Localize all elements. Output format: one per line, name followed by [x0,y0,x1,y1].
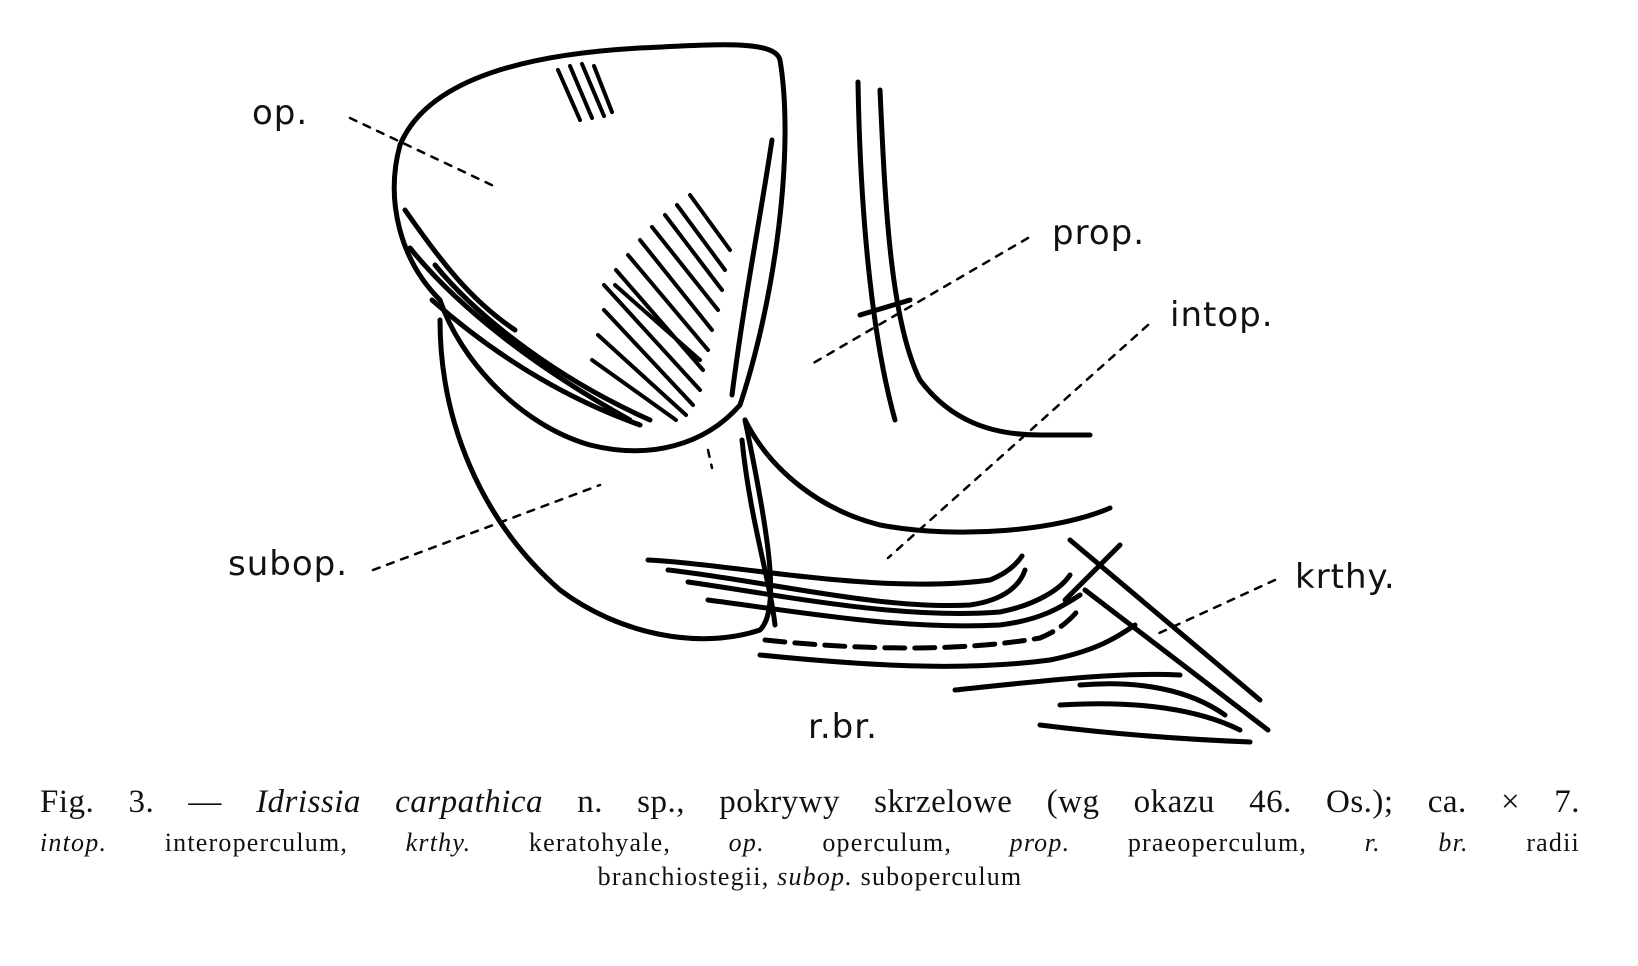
interoperculum [739,417,1113,628]
caption-line-1: Fig. 3. — Idrissia carpathica n. sp., po… [40,782,1580,822]
legend-term-krthy: keratohyale, [528,828,672,857]
caption-legend-line: intop. interoperculum, krthy. keratohyal… [40,826,1580,860]
operculum-striae-top [556,62,614,122]
legend-term-rbr: radii [1526,828,1580,857]
branchiostegal-dashed-ray [762,605,1083,651]
label-op: op. [252,93,308,133]
operculum-hatching [590,193,732,422]
label-intop: intop. [1170,295,1274,335]
legend-term-intop: interoperculum, [164,828,349,857]
leader-subop [371,483,602,572]
figure-caption: Fig. 3. — Idrissia carpathica n. sp., po… [40,782,1580,894]
leader-prop [808,236,1030,367]
leader-subop-tick [706,448,714,470]
legend-abbr-rbr: r. br. [1364,828,1469,857]
label-krthy: krthy. [1295,557,1396,597]
label-prop: prop. [1052,213,1145,253]
label-rbr: r.br. [808,707,878,747]
keratohyale [1062,537,1271,733]
caption-description: n. sp., pokrywy skrzelowe (wg okazu 46. … [577,784,1581,820]
legend-term-rbr-cont: branchiostegii, [597,862,770,891]
caption-legend-line-3: branchiostegii, subop. suboperculum [40,860,1580,894]
praeoperculum [855,79,1093,438]
leader-op [348,116,500,190]
leader-krthy [1153,578,1277,637]
legend-term-subop: suboperculum [860,862,1023,891]
species-name: Idrissia carpathica [256,784,544,820]
leader-intop [886,323,1150,560]
figure-number: Fig. 3. — [40,784,222,820]
legend-abbr-op: op. [728,828,765,857]
legend-abbr-krthy: krthy. [405,828,472,857]
legend-term-op: operculum, [822,828,953,857]
suboperculum-outline [437,317,774,642]
legend-abbr-subop: subop. [777,862,853,891]
branchiostegal-rays [645,553,1253,745]
legend-abbr-prop: prop. [1009,828,1071,857]
operculum-outline [391,42,788,454]
label-subop: subop. [228,544,348,584]
operculum-lower-arcs [402,207,653,428]
legend-term-prop: praeoperculum, [1127,828,1308,857]
operculum-inner-edge [729,137,775,398]
gill-cover-diagram: op. prop. intop. subop. krthy. r.br. [228,42,1396,747]
legend-abbr-intop: intop. [40,828,108,857]
